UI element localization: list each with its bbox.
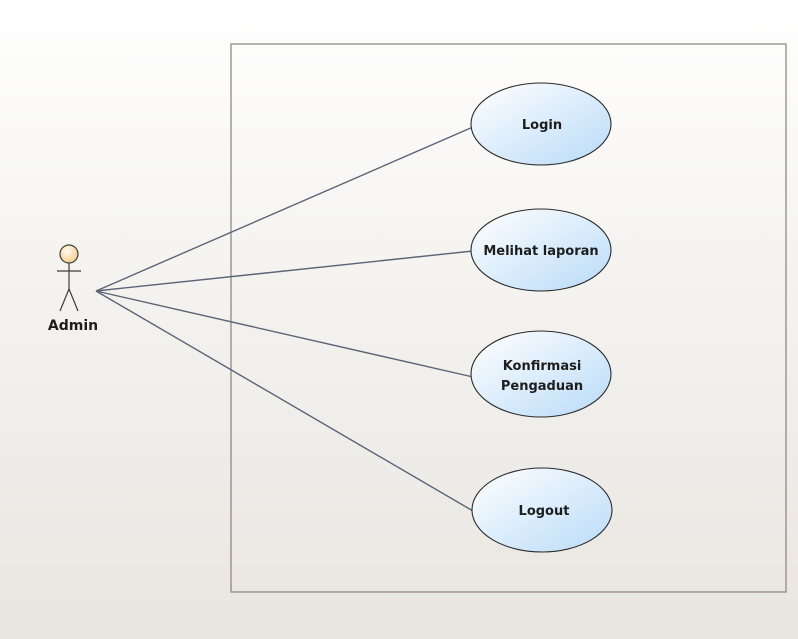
use-case-logout[interactable]: Logout <box>471 467 613 553</box>
stick-figure-actor-icon <box>57 244 81 312</box>
association-konfirmasi-pengaduan <box>95 290 474 378</box>
actor-admin[interactable]: Admin <box>48 244 98 334</box>
use-case-label-line-2: Pengaduan <box>501 379 583 394</box>
use-case-label: Melihat laporan <box>483 244 598 259</box>
use-case-ellipse <box>470 82 612 166</box>
association-login <box>95 126 474 292</box>
use-case-label: Logout <box>519 504 570 519</box>
use-case-ellipse <box>471 467 613 553</box>
use-case-ellipse <box>470 330 612 418</box>
use-case-login[interactable]: Login <box>470 82 612 166</box>
use-case-konfirmasi-pengaduan[interactable]: Konfirmasi Pengaduan <box>470 330 612 418</box>
use-case-label: Login <box>522 118 562 133</box>
system-boundary <box>230 43 787 593</box>
use-case-melihat-laporan[interactable]: Melihat laporan <box>470 208 612 292</box>
use-case-ellipse <box>470 208 612 292</box>
use-case-label-line-1: Konfirmasi <box>503 359 582 374</box>
association-melihat-laporan <box>95 250 474 292</box>
actor-label: Admin <box>48 318 98 334</box>
associations <box>95 126 474 512</box>
association-logout <box>95 290 474 512</box>
